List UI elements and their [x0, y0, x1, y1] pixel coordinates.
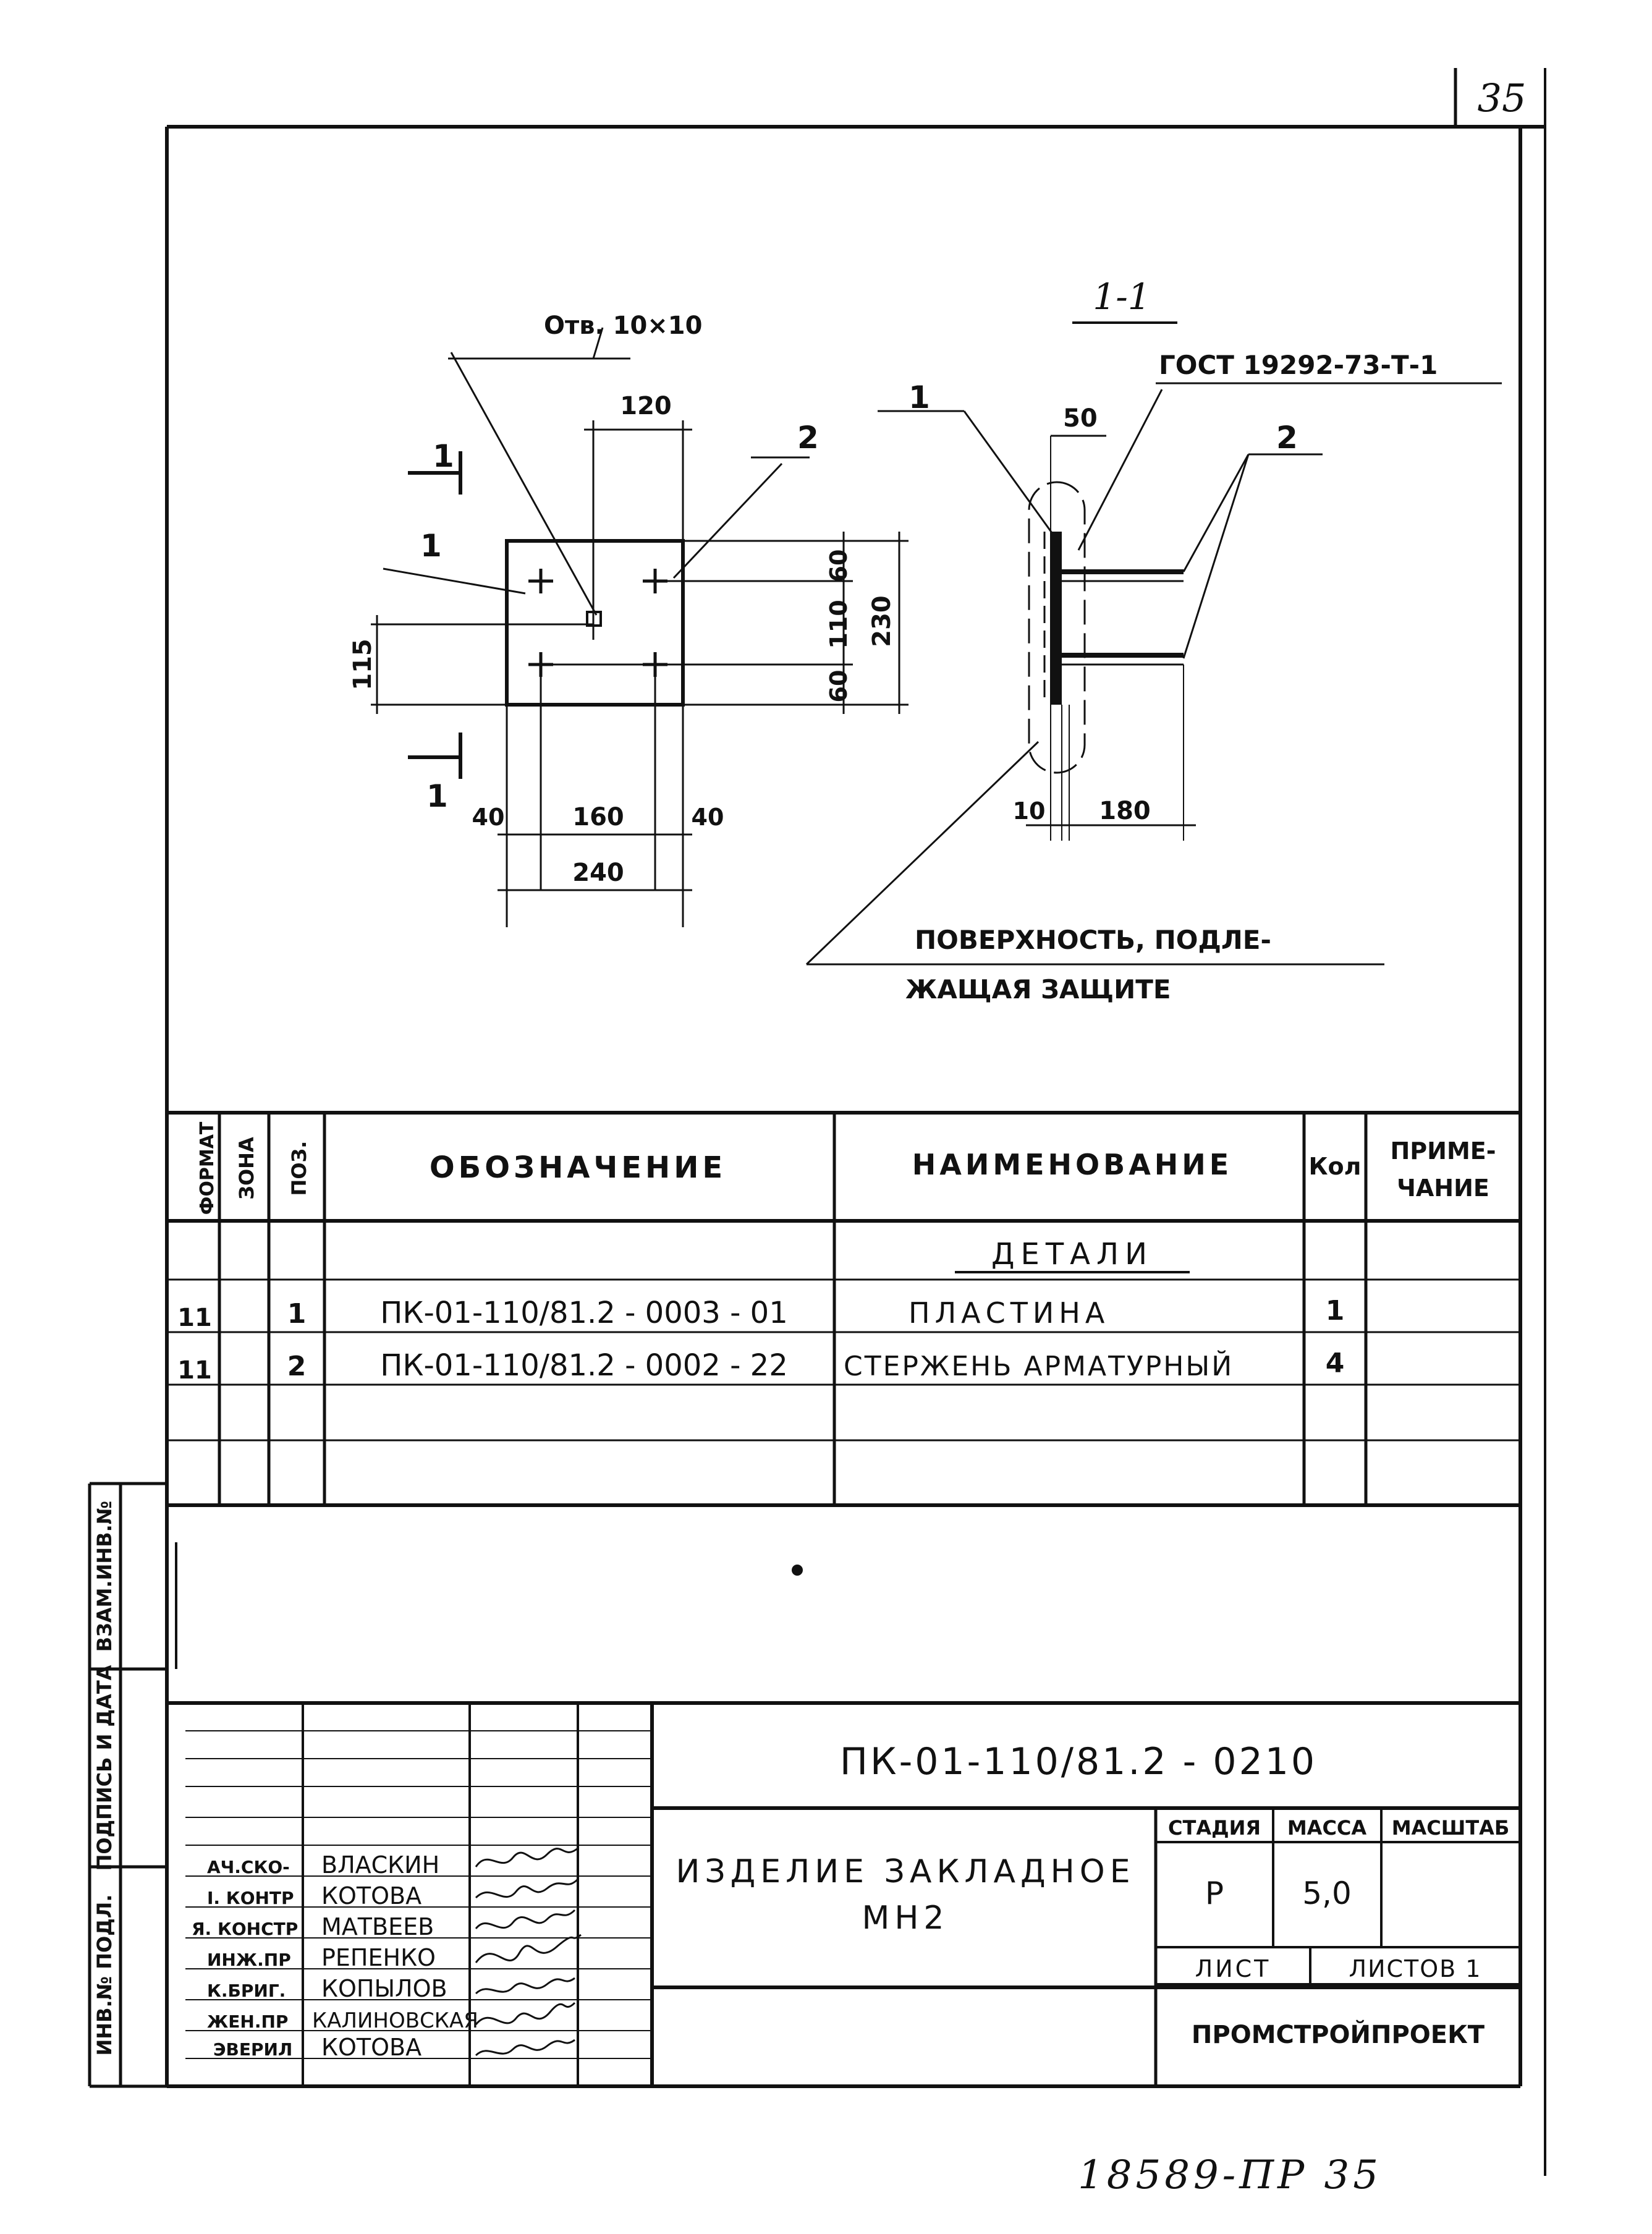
- sig-name: КОТОВА: [321, 1882, 421, 1909]
- gost-label: ГОСТ 19292-73-Т-1: [1159, 350, 1438, 380]
- dim-180: 180: [1099, 797, 1151, 825]
- title-block: [167, 1701, 1520, 2086]
- sig-name: ВЛАСКИН: [321, 1851, 439, 1879]
- header-qty: Кол: [1309, 1153, 1362, 1180]
- row-qty: 4: [1326, 1348, 1345, 1379]
- dim-40-right: 40: [692, 804, 724, 831]
- hole-label: Отв. 10×10: [544, 312, 702, 340]
- row-designation: ПК-01-110/81.2 - 0003 - 01: [380, 1296, 787, 1330]
- header-pos: ПОЗ.: [287, 1141, 311, 1196]
- spec-row-2: 11 2 ПК-01-110/81.2 - 0002 - 22 СТЕРЖЕНЬ…: [177, 1348, 1344, 1385]
- sig-role: І. КОНТР: [207, 1888, 294, 1908]
- dim-230: 230: [868, 595, 896, 647]
- sheet-frame: [165, 68, 1546, 2176]
- row-pos: 1: [287, 1298, 307, 1330]
- row-name: СТЕРЖЕНЬ АРМАТУРНЫЙ: [844, 1349, 1234, 1382]
- section-mark-bottom: 1: [426, 778, 448, 814]
- dim-240: 240: [572, 859, 624, 887]
- header-note-2: ЧАНИЕ: [1397, 1174, 1489, 1202]
- side-stamp: [88, 1482, 177, 2088]
- row-designation: ПК-01-110/81.2 - 0002 - 22: [380, 1348, 787, 1383]
- footer-archive-number: 18589-ПР 35: [1078, 2152, 1382, 2198]
- row-qty: 1: [1326, 1295, 1345, 1327]
- dim-10: 10: [1013, 797, 1046, 825]
- mass-label: МАССА: [1287, 1816, 1367, 1840]
- dim-160: 160: [572, 803, 624, 831]
- sig-role: К.БРИГ.: [207, 1981, 286, 2001]
- header-format: ФОРМАТ: [197, 1121, 218, 1215]
- dim-110: 110: [825, 600, 852, 648]
- header-zone: ЗОНА: [235, 1137, 258, 1200]
- title-line-1: ИЗДЕЛИЕ ЗАКЛАДНОЕ: [676, 1853, 1135, 1890]
- stamp-podpis: ПОДПИСЬ И ДАТА: [93, 1665, 116, 1871]
- mass-value: 5,0: [1302, 1875, 1352, 1911]
- section-title-details: ДЕТАЛИ: [991, 1237, 1153, 1272]
- handwritten-signatures: [475, 1847, 582, 2057]
- section-mark-top: 1: [433, 438, 454, 474]
- dim-50: 50: [1063, 404, 1098, 433]
- callout-2-section: 2: [1276, 420, 1298, 456]
- sig-role: ИНЖ.ПР: [207, 1950, 291, 1970]
- header-designation: ОБОЗНАЧЕНИЕ: [430, 1150, 726, 1185]
- note-line-2: ЖАЩАЯ ЗАЩИТЕ: [905, 974, 1171, 1004]
- doc-code: ПК-01-110/81.2 - 0210: [840, 1740, 1317, 1783]
- dim-115: 115: [349, 639, 377, 690]
- sheet-label: ЛИСТ: [1195, 1955, 1271, 1982]
- row-pos: 2: [287, 1351, 307, 1382]
- callout-2-plan: 2: [797, 420, 819, 456]
- row-format: 11: [177, 1304, 212, 1332]
- organization: ПРОМСТРОЙПРОЕКТ: [1192, 2020, 1485, 2049]
- sig-role: АЧ.СКО-: [207, 1857, 290, 1877]
- plate-plan-view: Отв. 10×10 120 2 1 1 1 60 110 60 230 115…: [349, 312, 909, 927]
- sig-role: Я. КОНСТР: [192, 1919, 298, 1939]
- row-format: 11: [177, 1356, 212, 1385]
- sig-name: КОТОВА: [321, 2034, 421, 2061]
- header-note-1: ПРИМЕ-: [1391, 1137, 1496, 1165]
- sig-role: ЖЕН.ПР: [207, 2011, 288, 2032]
- section-view: 1-1 ГОСТ 19292-73-Т-1 1 50 2 10 180 ПОВЕ…: [805, 276, 1502, 1004]
- title-line-2: МН2: [862, 1900, 949, 1937]
- sig-name: КАЛИНОВСКАЯ: [312, 2008, 478, 2033]
- anchor-stud-marks: [528, 569, 667, 677]
- callout-1-section: 1: [909, 380, 930, 415]
- stamp-inv-podl: ИНВ.№ ПОДЛ.: [93, 1895, 116, 2056]
- sig-name: КОПЫЛОВ: [321, 1975, 447, 2002]
- signature-list: АЧ.СКО- ВЛАСКИН І. КОНТР КОТОВА Я. КОНСТ…: [192, 1851, 478, 2061]
- sheets-label: ЛИСТОВ 1: [1349, 1955, 1482, 1982]
- stamp-vzam: ВЗАМ.ИНВ.№: [93, 1501, 116, 1652]
- row-name: ПЛАСТИНА: [909, 1296, 1109, 1330]
- scale-label: МАСШТАБ: [1392, 1816, 1510, 1840]
- sig-name: МАТВЕЕВ: [321, 1913, 434, 1940]
- dim-60-top: 60: [825, 550, 852, 582]
- header-name: НАИМЕНОВАНИЕ: [912, 1148, 1232, 1181]
- protected-zone: [1028, 481, 1086, 774]
- dim-40-left: 40: [472, 804, 505, 831]
- spec-row-1: 11 1 ПК-01-110/81.2 - 0003 - 01 ПЛАСТИНА…: [177, 1295, 1344, 1332]
- dim-120: 120: [620, 392, 672, 420]
- section-title: 1-1: [1093, 276, 1150, 318]
- plate-section: [1051, 532, 1062, 705]
- dim-60-bottom: 60: [825, 670, 852, 703]
- stage-value: Р: [1205, 1875, 1224, 1911]
- sig-role: ЭВЕРИЛ: [213, 2039, 292, 2060]
- sig-name: РЕПЕНКО: [321, 1944, 436, 1971]
- spec-table: [167, 1111, 1520, 1507]
- sheet-number: 35: [1478, 75, 1527, 121]
- section-cut-marks: [408, 451, 462, 779]
- stage-label: СТАДИЯ: [1168, 1816, 1261, 1840]
- note-line-1: ПОВЕРХНОСТЬ, ПОДЛЕ-: [915, 925, 1271, 955]
- callout-1-plan: 1: [420, 528, 442, 564]
